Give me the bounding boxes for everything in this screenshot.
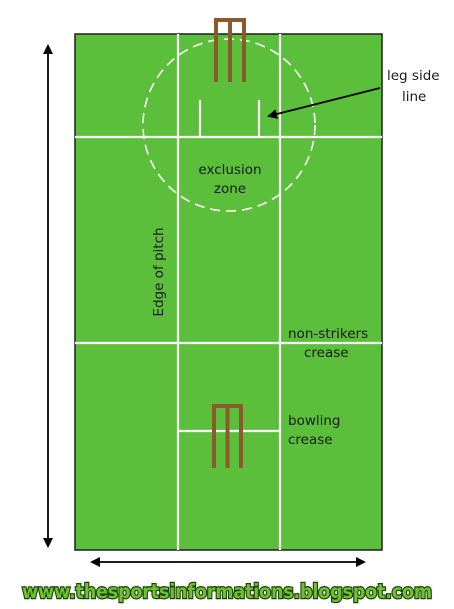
- pitch-lines: [75, 34, 382, 550]
- non-strikers-crease-label-1: non-strikers: [288, 326, 368, 342]
- leg-side-line-label-2: line: [402, 89, 426, 105]
- bowling-crease-label-2: crease: [288, 432, 333, 448]
- pitch-field: [75, 34, 382, 550]
- leg-side-line-label-1: leg side: [387, 68, 440, 84]
- non-strikers-crease-label-2: crease: [304, 345, 349, 361]
- exclusion-zone-label-2: zone: [214, 181, 246, 197]
- bowling-crease-label-1: bowling: [288, 413, 341, 429]
- exclusion-zone-label-1: exclusion: [198, 162, 261, 178]
- arrow-icon: [267, 87, 381, 119]
- wicket-icon: [212, 404, 243, 468]
- watermark-url: www.thesportsinformations.blogspot.com: [22, 580, 432, 603]
- edge-of-pitch-label: Edge of pitch: [151, 227, 167, 316]
- wicket-icon: [214, 18, 246, 82]
